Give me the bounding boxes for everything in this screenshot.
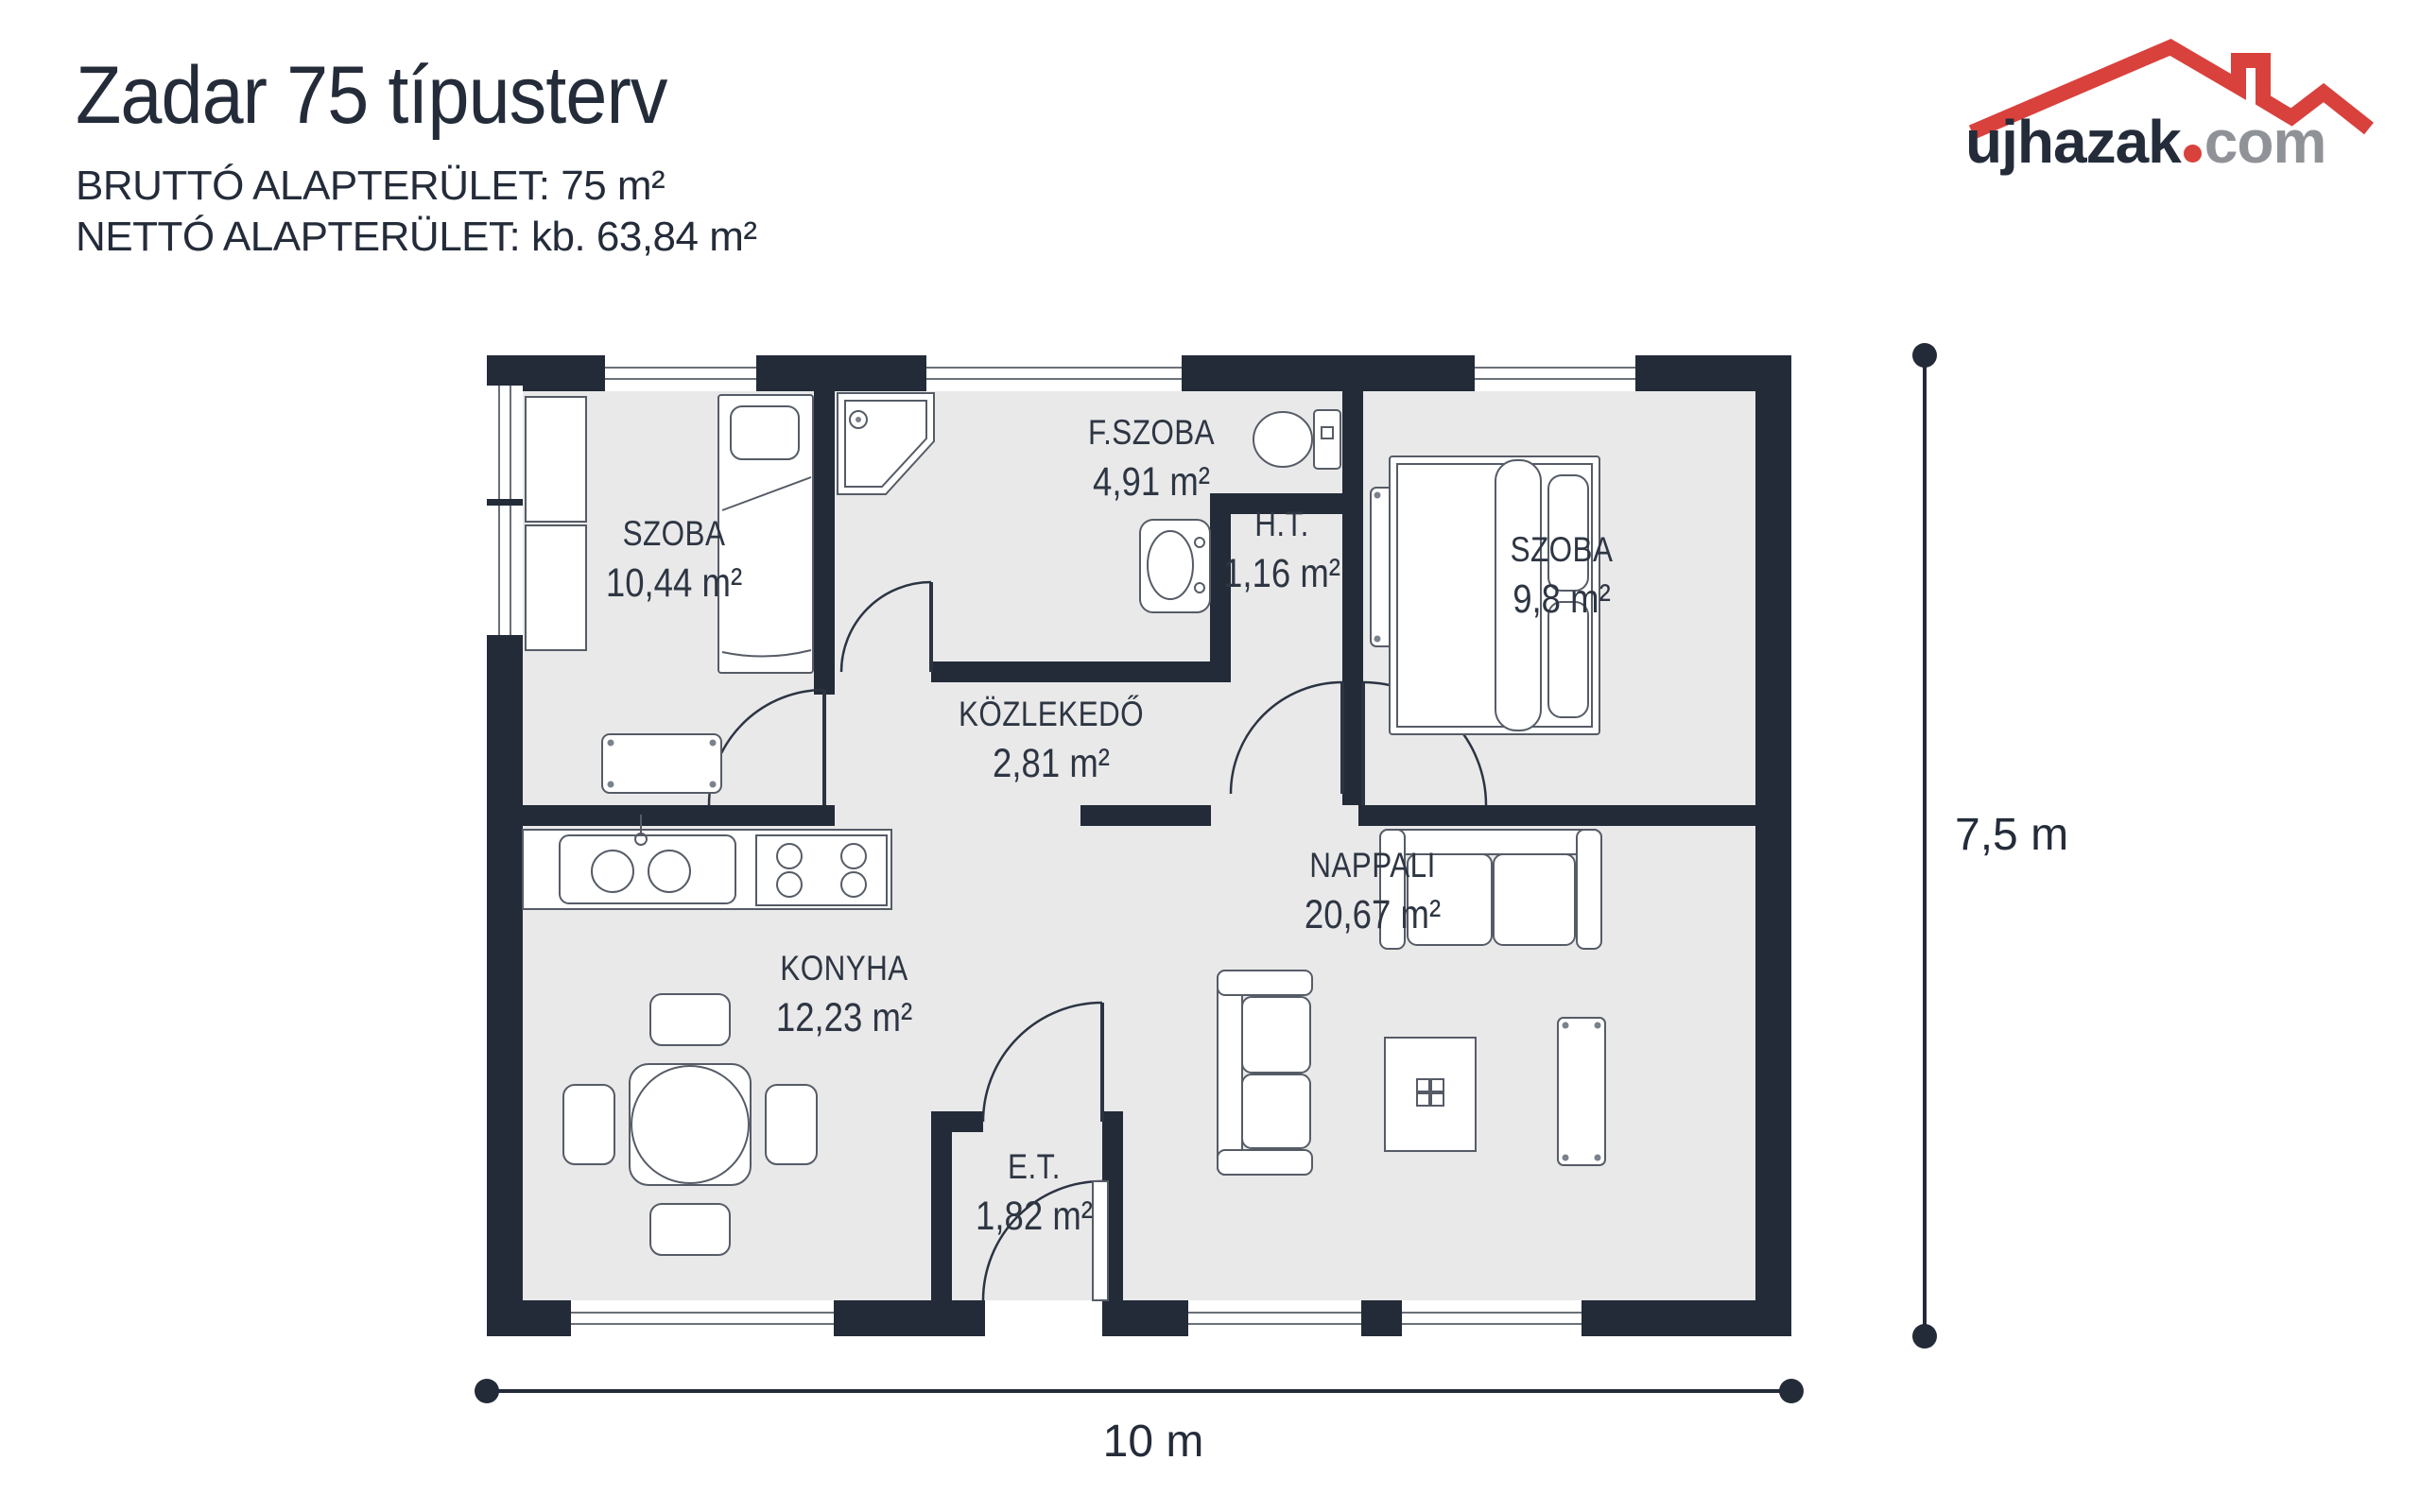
windows [487, 355, 1635, 1336]
dimension-lines [475, 343, 1937, 1403]
room-name: KONYHA [780, 949, 908, 988]
kitchen-counter-icon [522, 815, 892, 910]
sofa-icon [1217, 970, 1313, 1176]
room-label-et: E.T. 1,82 m² [976, 1147, 1093, 1239]
room-label-ht: H.T. 1,16 m² [1223, 505, 1340, 596]
furniture [522, 392, 1606, 1256]
logo-brand-text: ujhazak [1965, 108, 2182, 176]
room-area: 2,81 m² [993, 740, 1110, 786]
window-icon [926, 355, 1182, 391]
window-icon [1402, 1300, 1582, 1336]
sink-icon [559, 815, 736, 904]
room-label-konyha: KONYHA 12,23 m² [775, 949, 913, 1040]
logo-roof-icon [1968, 39, 2374, 140]
room-name: E.T. [1008, 1147, 1061, 1186]
net-area-text: NETTÓ ALAPTERÜLET: kb. 63,84 m² [76, 213, 757, 260]
room-area: 1,16 m² [1223, 550, 1340, 596]
single-bed-icon [717, 394, 814, 674]
room-name: SZOBA [1510, 530, 1614, 569]
wardrobe-icon [525, 396, 587, 651]
window-icon [487, 506, 523, 635]
dresser-icon [601, 733, 722, 794]
room-label-nappali: NAPPALI 20,67 m² [1304, 846, 1442, 937]
logo-tld-text: com [2204, 108, 2327, 176]
room-area: 9,8 m² [1512, 576, 1611, 622]
window-icon [1188, 1300, 1361, 1336]
room-name: F.SZOBA [1087, 413, 1216, 452]
room-area: 1,82 m² [976, 1193, 1093, 1239]
shower-icon [837, 392, 935, 495]
gross-area-text: BRUTTÓ ALAPTERÜLET: 75 m² [76, 163, 666, 209]
front-door-icon [981, 1179, 1109, 1336]
dining-table-icon [562, 993, 818, 1256]
washbasin-icon [1139, 519, 1211, 613]
window-icon [571, 1300, 834, 1336]
logo-dot-icon [2183, 145, 2202, 163]
window-icon [1475, 355, 1635, 391]
height-dimension-line [1912, 343, 1937, 1349]
door-icon [839, 580, 933, 673]
room-area: 4,91 m² [1093, 458, 1210, 505]
width-dimension-label: 10 m [1102, 1417, 1204, 1467]
room-name: SZOBA [622, 514, 726, 553]
area-summary: BRUTTÓ ALAPTERÜLET: 75 m² NETTÓ ALAPTERÜ… [76, 161, 757, 262]
room-area: 12,23 m² [775, 994, 913, 1040]
room-name: NAPPALI [1309, 846, 1436, 885]
stove-icon [755, 834, 888, 906]
room-area: 10,44 m² [605, 559, 743, 606]
coffee-table-icon [1384, 1037, 1477, 1152]
window-icon [605, 355, 756, 391]
door-icon [1229, 680, 1344, 795]
room-label-kozlekedo: KÖZLEKEDŐ 2,81 m² [958, 695, 1145, 786]
page-title: Zadar 75 típusterv [76, 50, 667, 141]
sideboard-icon [1557, 1017, 1606, 1166]
sofa-icon [1379, 829, 1602, 950]
room-name: KÖZLEKEDŐ [958, 695, 1145, 733]
ujhazak-logo: ujhazak com [1962, 38, 2387, 189]
height-dimension-label: 7,5 m [1955, 810, 2069, 860]
double-bed-icon [1389, 455, 1600, 735]
room-name: H.T. [1254, 505, 1309, 543]
room-label-szoba-1: SZOBA 10,44 m² [605, 514, 743, 606]
room-area: 20,67 m² [1304, 891, 1442, 937]
toilet-icon [1253, 409, 1341, 470]
interior-walls [523, 391, 1755, 1300]
door-icon [981, 1001, 1104, 1123]
header: Zadar 75 típusterv BRUTTÓ ALAPTERÜLET: 7… [76, 55, 757, 262]
room-label-f-szoba: F.SZOBA 4,91 m² [1087, 413, 1216, 505]
room-label-szoba-2: SZOBA 9,8 m² [1510, 530, 1614, 622]
width-dimension-line [475, 1379, 1804, 1403]
window-icon [487, 386, 523, 499]
